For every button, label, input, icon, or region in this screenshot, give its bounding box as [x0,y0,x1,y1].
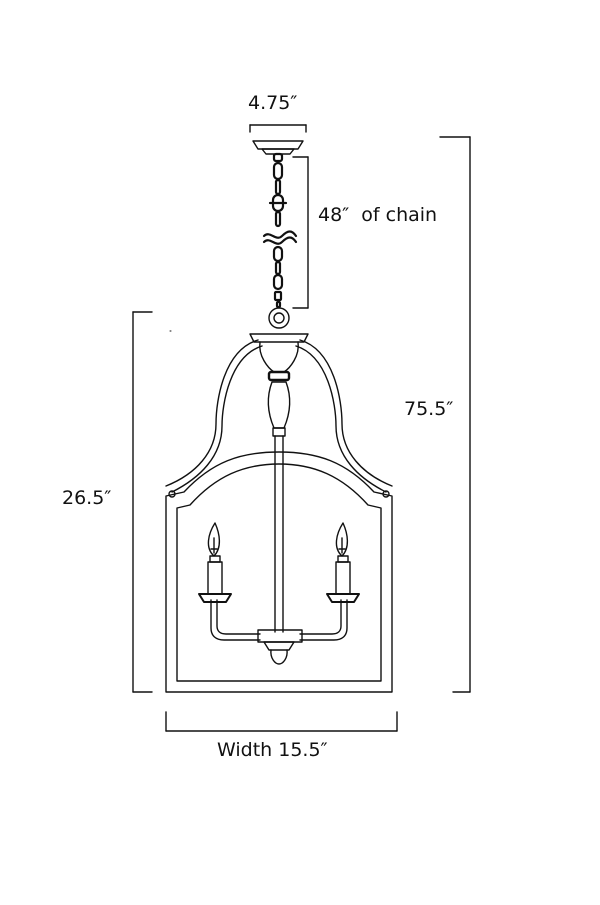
canopy-width-label: 4.75″ [248,92,298,114]
overall-height-bracket [439,136,471,693]
chain-length-bracket [292,156,309,309]
body-height-label: 26.5″ [62,487,112,509]
lantern-frame [165,451,393,693]
canopy-width-bracket [249,124,307,133]
width-bracket [165,711,398,732]
candle-arms [210,599,348,665]
top-cap [249,333,309,382]
outer-arms [165,339,393,493]
overall-height-label: 75.5″ [404,398,454,420]
body-height-bracket [132,311,172,693]
chain-length-label: 48″ of chain [318,206,437,225]
chain-length-value: 48″ [318,204,350,226]
hanging-ring [268,307,290,329]
body-width-label: Width 15.5″ [217,739,328,761]
right-candle [326,522,360,603]
center-stem [267,381,291,633]
chain-length-suffix: of chain [361,204,438,226]
left-candle [198,522,232,603]
chain [262,152,298,309]
canopy [252,140,304,155]
